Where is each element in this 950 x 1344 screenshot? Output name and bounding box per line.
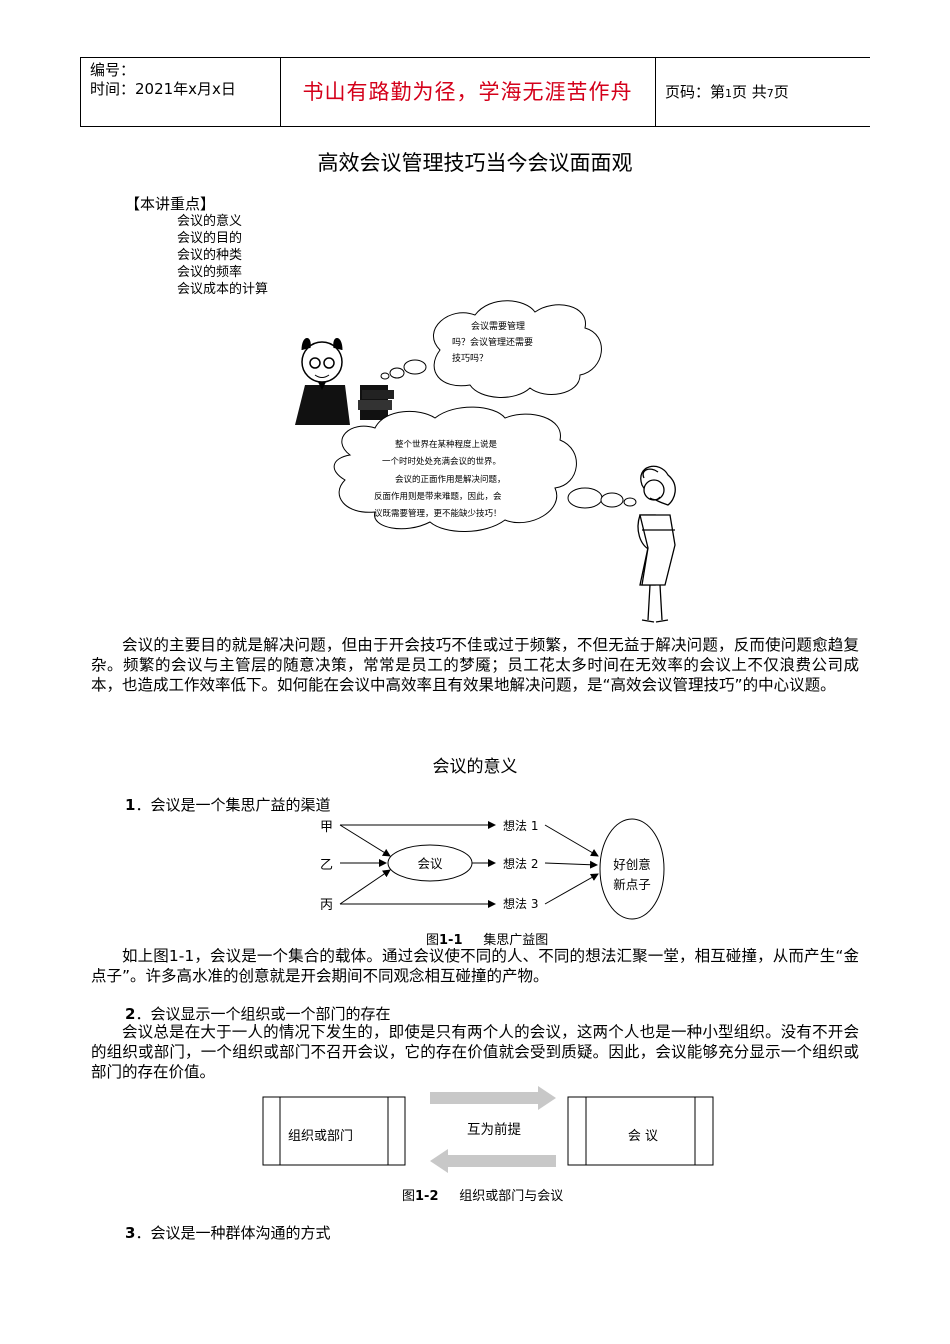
idea-2: 想法 2 xyxy=(503,856,538,871)
key-points-heading: 【本讲重点】 xyxy=(125,195,216,213)
header-motto: 书山有路勤为径，学海无涯苦作舟 xyxy=(302,80,633,104)
point-2-description: 会议总是在大于一人的情况下发生的，即使是只有两个人的会议，这两个人也是一种小型组… xyxy=(91,1023,859,1081)
result-line-2: 新点子 xyxy=(613,877,651,892)
org-box xyxy=(262,1096,406,1166)
cartoon-illustration: 会议需要管理 吗？会议管理还需要 技巧吗？ 整个世界在某种程度上说是 一个时时处… xyxy=(295,300,676,623)
header-divider-2 xyxy=(655,58,656,126)
figure-1-1-description: 如上图1-1，会议是一个集合的载体。通过会议使不同的人、不同的想法汇聚一堂，相互… xyxy=(91,947,859,985)
bubble2-line: 一个时时处处充满会议的世界。 xyxy=(382,456,501,467)
org-box-label: 组织或部门 xyxy=(288,1129,353,1144)
key-point-item: 会议的种类 xyxy=(177,248,243,263)
person-yi: 乙 xyxy=(320,858,333,873)
bubble1-line: 吗？会议管理还需要 xyxy=(452,336,533,348)
woman-figure xyxy=(637,465,676,623)
mutual-premise-label: 互为前提 xyxy=(467,1121,521,1138)
header-number-label: 编号： xyxy=(90,61,136,79)
header-page-info: 页码：第1页 共7页 xyxy=(665,83,789,101)
arrow-right xyxy=(430,1086,556,1110)
bubble1-line: 技巧吗？ xyxy=(452,352,488,364)
meeting-box-label: 会 议 xyxy=(628,1129,658,1144)
section-heading: 会议的意义 xyxy=(432,757,518,777)
idea-1: 想法 1 xyxy=(503,818,538,833)
header-meta: 编号： 时间：2021年x月x日 xyxy=(90,61,236,99)
figure-1-2: 组织或部门 会 议 互为前提 xyxy=(262,1086,714,1173)
key-point-item: 会议的意义 xyxy=(177,214,243,229)
figure-1-2-caption: 图1-2 组织或部门与会议 xyxy=(402,1189,564,1204)
figure-1-1: 甲 乙 丙 会议 想法 1 想法 2 想法 3 好创意 新点子 xyxy=(320,818,665,920)
key-point-item: 会议成本的计算 xyxy=(177,282,269,297)
bubble1-line: 会议需要管理 xyxy=(471,320,525,332)
key-point-item: 会议的频率 xyxy=(177,265,243,280)
result-ellipse xyxy=(599,818,665,920)
person-bing: 丙 xyxy=(320,898,333,913)
bubble2-line: 会议的正面作用是解决问题， xyxy=(395,474,506,485)
old-man-figure xyxy=(295,338,394,425)
result-line-1: 好创意 xyxy=(613,857,651,872)
header-divider-1 xyxy=(280,58,281,126)
point-3: 3．会议是一种群体沟通的方式 xyxy=(125,1224,331,1242)
header-time-label: 时间：2021年x月x日 xyxy=(90,80,236,98)
bubble2-line: 议既需要管理，更不能缺少技巧！ xyxy=(374,508,502,519)
thought-bubble-1 xyxy=(380,300,602,398)
point-1: 1．会议是一个集思广益的渠道 xyxy=(125,796,331,814)
meeting-label: 会议 xyxy=(417,856,443,871)
point-2: 2．会议显示一个组织或一个部门的存在 xyxy=(125,1005,391,1023)
figure-1-1-caption: 图1-1 集思广益图 xyxy=(426,933,549,948)
header-border-left xyxy=(80,58,81,126)
arrow-left xyxy=(430,1149,556,1173)
thought-bubble-2 xyxy=(333,406,637,532)
page-title: 高效会议管理技巧当今会议面面观 xyxy=(317,151,633,175)
person-jia: 甲 xyxy=(320,820,333,835)
intro-paragraph: 会议的主要目的就是解决问题，但由于开会技巧不佳或过于频繁，不但无益于解决问题，反… xyxy=(91,636,859,694)
key-point-item: 会议的目的 xyxy=(177,231,243,246)
idea-3: 想法 3 xyxy=(503,896,538,911)
meeting-box xyxy=(567,1096,714,1166)
header-table: 编号： 时间：2021年x月x日 书山有路勤为径，学海无涯苦作舟 页码：第1页 … xyxy=(80,57,870,127)
bubble2-line: 反面作用则是带来难题，因此，会 xyxy=(374,491,502,502)
bubble2-line: 整个世界在某种程度上说是 xyxy=(395,439,498,450)
